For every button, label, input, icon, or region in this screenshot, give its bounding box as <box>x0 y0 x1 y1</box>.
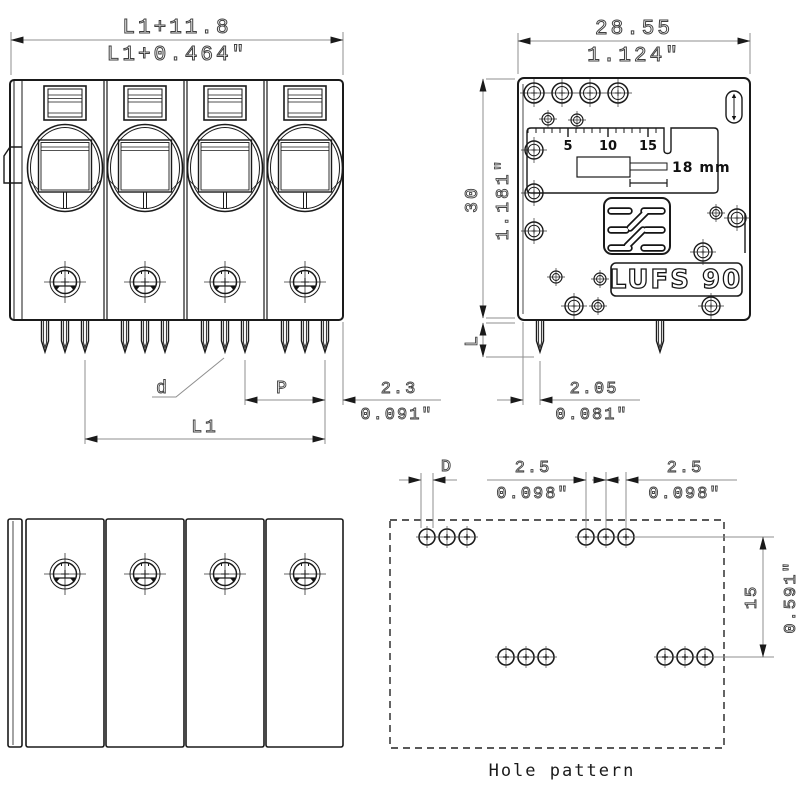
dim-side-pin-offset-inch: 0.081" <box>555 406 628 425</box>
hole-pattern-title: Hole pattern <box>489 761 636 781</box>
hole-pattern-outline <box>389 519 725 749</box>
plan-unit-4 <box>265 518 344 748</box>
weidmueller-logo <box>603 197 671 255</box>
dim-hole-pitch1-mm: 2.5 <box>515 459 552 478</box>
dim-side-pin-offset-mm: 2.05 <box>570 380 619 399</box>
hole-row-bottom <box>494 645 717 669</box>
plan-unit-2 <box>105 518 185 748</box>
front-view-dimensions: L1+11.8 L1+0.464" L1 P 2.3 0.091" d <box>10 17 441 444</box>
dim-side-pin-length-label: L <box>463 333 483 347</box>
ruler-major-ticks <box>567 128 649 137</box>
strip-gauge-narrow <box>629 162 668 171</box>
terminal-unit-2 <box>108 86 183 303</box>
ruler-minor-ticks <box>527 128 657 133</box>
dim-front-pitch-label: P <box>276 379 290 399</box>
front-left-latch <box>3 146 22 184</box>
dim-front-pin-dia-label: d <box>156 379 170 399</box>
dim-front-span-label: L1 <box>191 418 219 438</box>
dim-side-height-inch: 1.181" <box>494 158 514 241</box>
dim-hole-rowgap-mm: 15 <box>743 585 762 609</box>
dim-hole-dia-label: D <box>441 458 453 477</box>
plan-screw-1 <box>43 552 87 596</box>
front-unit-separators <box>103 81 268 319</box>
front-end-plate <box>13 81 23 319</box>
plan-screw-3 <box>203 552 247 596</box>
product-name: LUFS 90 <box>610 265 742 295</box>
ruler-tick-5: 5 <box>563 139 572 154</box>
plan-screw-2 <box>123 552 167 596</box>
dim-side-width-inch: 1.124" <box>587 45 681 68</box>
strip-gauge-wide <box>576 156 631 178</box>
hole-pattern-dimensions: D 2.5 0.098" 2.5 0.098" 15 0.591" <box>399 458 800 658</box>
strip-gauge-bracket <box>629 179 668 187</box>
plan-unit-3 <box>185 518 265 748</box>
front-view <box>3 79 344 353</box>
plan-end-plate <box>7 518 23 748</box>
side-pin-1 <box>535 318 545 353</box>
ruler-tick-10: 10 <box>599 139 617 154</box>
dim-hole-pitch1-inch: 0.098" <box>496 485 569 504</box>
strip-gauge-label: 18 mm <box>672 160 731 176</box>
dim-hole-pitch2-mm: 2.5 <box>667 459 704 478</box>
pin-diameter-leader <box>152 357 225 398</box>
terminal-unit-4 <box>268 86 343 303</box>
terminal-unit-3 <box>188 86 263 303</box>
plan-screw-4 <box>283 552 327 596</box>
dim-side-height-mm: 30 <box>463 185 483 213</box>
plan-view <box>7 518 344 748</box>
side-view: 5 10 15 18 mm LUFS 90 <box>517 77 751 353</box>
front-body <box>9 79 344 321</box>
ruler-tick-15: 15 <box>639 139 657 154</box>
dim-front-edge-inch: 0.091" <box>360 406 433 425</box>
dim-hole-pitch2-inch: 0.098" <box>648 485 721 504</box>
dim-hole-rowgap-inch: 0.591" <box>782 560 800 633</box>
hole-row-top <box>415 525 638 549</box>
hole-pattern: Hole pattern <box>389 519 725 781</box>
side-oval-slot <box>725 90 743 124</box>
terminal-unit-1 <box>28 86 103 303</box>
dim-front-overall-inch: L1+0.464" <box>107 44 247 67</box>
dim-side-width-mm: 28.55 <box>595 18 673 41</box>
side-pin-2 <box>655 318 665 353</box>
dim-front-edge-mm: 2.3 <box>381 380 418 399</box>
side-body <box>517 77 751 321</box>
dim-front-overall-mm: L1+11.8 <box>122 17 231 40</box>
side-view-dimensions: 28.55 1.124" 30 1.181" L 2.05 0.081" <box>463 18 751 425</box>
product-label: LUFS 90 <box>609 262 743 297</box>
front-solder-pins <box>40 318 330 353</box>
plan-unit-1 <box>25 518 105 748</box>
strip-length-ruler: 5 10 15 18 mm <box>526 127 731 194</box>
